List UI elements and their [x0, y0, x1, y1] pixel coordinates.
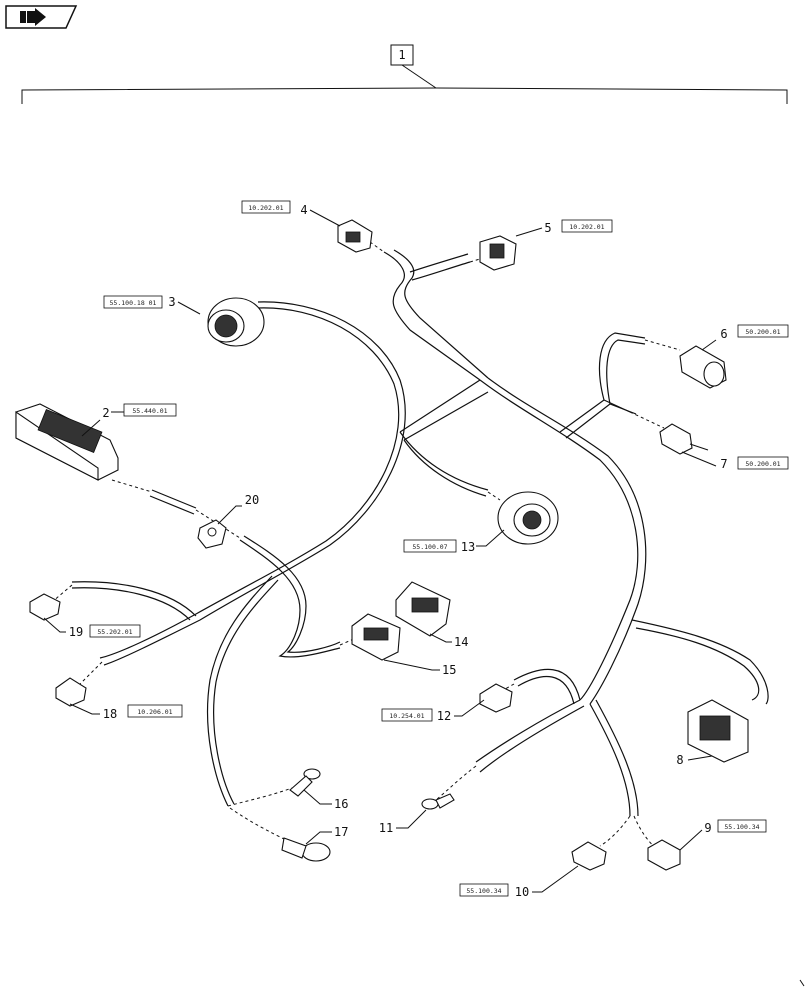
assembly-bracket: 1	[21, 44, 788, 104]
callout-number: 5	[544, 221, 551, 235]
round-connector-icon	[497, 491, 559, 545]
dashed-tails	[51, 241, 681, 851]
callout-number: 12	[437, 709, 451, 723]
callout-number: 4	[300, 203, 307, 217]
reference-code: 10.202.01	[569, 223, 604, 231]
callout-number: 15	[442, 663, 456, 677]
callout-number: 17	[334, 825, 348, 839]
reference-box	[459, 883, 509, 897]
callout-number: 10	[515, 885, 529, 899]
reference-box	[717, 819, 767, 833]
plug-connector-icon	[337, 219, 373, 253]
assembly-item-number: 1	[398, 48, 405, 62]
socket-connector-icon	[479, 235, 517, 271]
callout-number: 7	[720, 457, 727, 471]
small-connector-icon	[479, 683, 513, 713]
callout-number: 11	[379, 821, 393, 835]
callout-labels: 2 55.440.01 55.100.18 01 3 10.202.01 4 5…	[43, 200, 789, 899]
callout-number: 13	[461, 540, 475, 554]
reference-box	[241, 200, 291, 214]
reference-code: 55.100.07	[412, 543, 447, 551]
reference-box	[561, 219, 613, 233]
reference-box	[737, 456, 789, 470]
reference-box	[103, 295, 163, 309]
reference-code: 55.440.01	[132, 407, 167, 415]
rectangular-connector-icon	[351, 613, 401, 661]
reference-code: 50.200.01	[745, 328, 780, 336]
sensor-connector-icon	[659, 423, 709, 455]
callout-number: 14	[454, 635, 468, 649]
reference-code: 55.202.01	[97, 628, 132, 636]
cable-clip-icon	[197, 519, 227, 549]
reference-code: 10.206.01	[137, 708, 172, 716]
callout-number: 20	[245, 493, 259, 507]
ring-terminal-icon	[421, 793, 455, 810]
callout-number: 18	[103, 707, 117, 721]
callout-number: 2	[102, 406, 109, 420]
reference-box	[381, 708, 433, 722]
rectangular-connector-icon	[395, 581, 451, 637]
harness-cables	[71, 249, 769, 817]
reference-code: 55.100.34	[466, 887, 501, 895]
callout-number: 8	[676, 753, 683, 767]
reference-code: 10.202.01	[248, 204, 283, 212]
corner-mark	[799, 979, 805, 987]
reference-code: 50.200.01	[745, 460, 780, 468]
reference-box	[403, 539, 457, 553]
ecu-connector-icon	[15, 403, 119, 481]
callout-number: 6	[720, 327, 727, 341]
reference-box	[127, 704, 183, 718]
multi-pin-connector-icon	[687, 699, 749, 763]
reference-box	[123, 403, 177, 417]
small-connector-icon	[29, 593, 61, 621]
reference-code: 55.100.18 01	[110, 299, 157, 307]
small-connector-icon	[571, 841, 607, 871]
ring-terminal-icon	[289, 768, 321, 797]
round-connector-icon	[207, 297, 265, 347]
reference-code: 55.100.34	[724, 823, 759, 831]
callout-number: 9	[704, 821, 711, 835]
callout-number: 16	[334, 797, 348, 811]
reference-code: 10.254.01	[389, 712, 424, 720]
ring-terminal-icon	[281, 837, 331, 862]
reference-box	[89, 624, 141, 638]
sensor-connector-icon	[679, 345, 727, 389]
small-connector-icon	[55, 677, 87, 707]
reference-box	[737, 324, 789, 338]
small-connector-icon	[647, 839, 681, 871]
callout-number: 19	[69, 625, 83, 639]
next-page-arrow-icon[interactable]	[5, 5, 78, 29]
callout-number: 3	[168, 295, 175, 309]
